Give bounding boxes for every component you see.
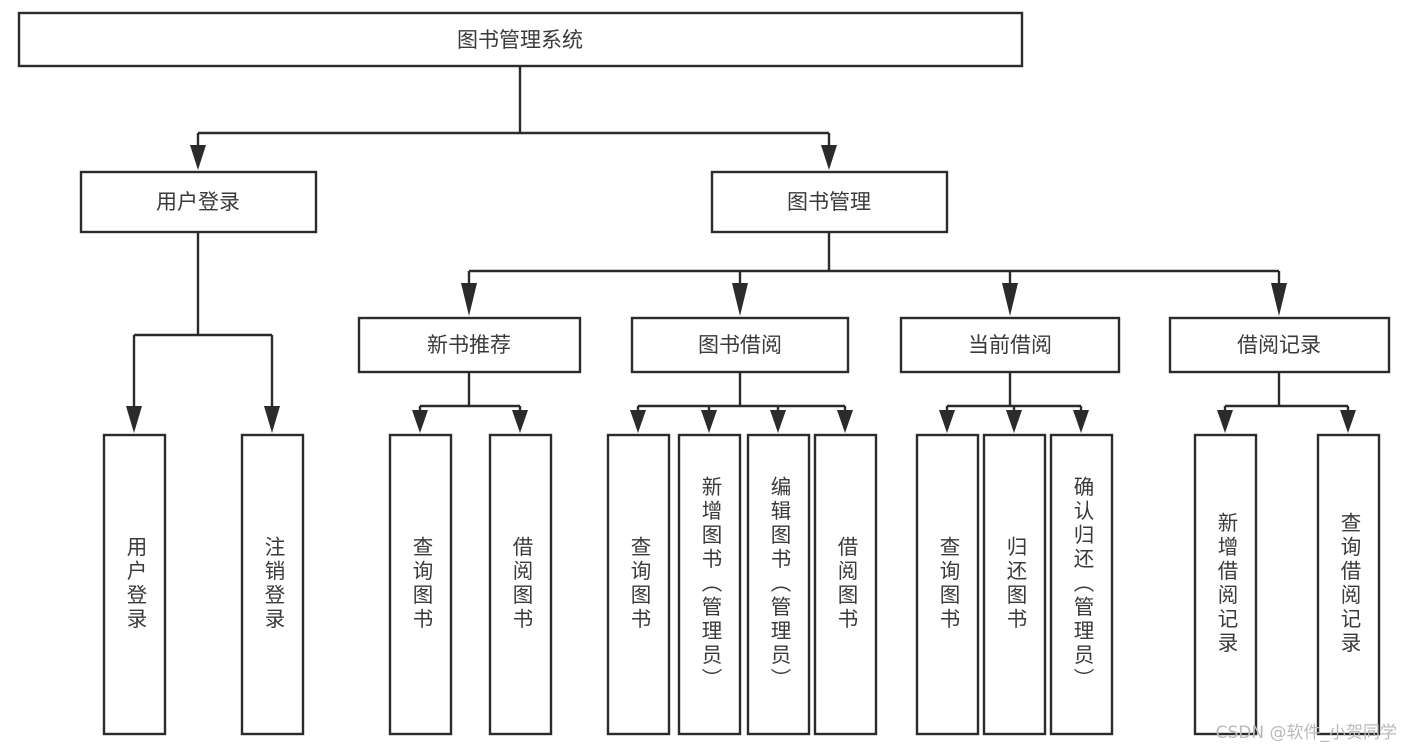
leaf-new-book-borrow-label: 借阅图书 [509, 536, 533, 632]
leaf-book-borrow-edit-box[interactable] [746, 433, 811, 736]
arrow-head-ul-child-1 [126, 406, 142, 433]
connector-group-book-mgmt [461, 232, 1287, 316]
node-user-login[interactable]: 用户登录 [79, 170, 318, 234]
leaf-book-borrow-query[interactable]: 查询图书 [606, 433, 671, 736]
leaf-current-borrow-return-label: 归还图书 [1003, 536, 1027, 632]
leaf-current-borrow-query[interactable]: 查询图书 [915, 433, 980, 736]
arrow-head-ul-child-2 [264, 406, 280, 433]
arrow-head-cb-child-1 [939, 410, 955, 433]
arrow-head-book-mgmt [821, 145, 837, 170]
leaf-user-login-logout-label: 注销登录 [261, 536, 285, 632]
node-current-borrow-box[interactable] [899, 316, 1121, 374]
node-borrow-record[interactable]: 借阅记录 [1168, 316, 1391, 374]
arrow-head-cb-child-2 [1006, 410, 1022, 433]
arrow-head-bb-child-2 [701, 410, 717, 433]
leaf-current-borrow-query-box[interactable] [915, 433, 980, 736]
leaf-book-borrow-edit[interactable]: 编辑图书（管理员） [746, 433, 811, 736]
node-root-system-label: 图书管理系统 [457, 28, 583, 52]
arrow-head-nb-child-2 [512, 410, 528, 433]
arrow-head-nb-child-1 [412, 410, 428, 433]
node-root-system-box[interactable] [17, 11, 1024, 68]
leaf-borrow-record-query[interactable]: 查询借阅记录 [1316, 433, 1381, 736]
leaf-book-borrow-add-box[interactable] [677, 433, 742, 736]
leaf-new-book-borrow-box[interactable] [488, 433, 553, 736]
arrow-head-bm-child-3 [1002, 283, 1018, 316]
connector-group-user-login [126, 232, 280, 433]
leaf-borrow-record-add-label: 新增借阅记录 [1214, 512, 1238, 656]
arrow-head-bm-child-4 [1271, 283, 1287, 316]
leaf-current-borrow-confirm-box[interactable] [1049, 433, 1114, 736]
node-book-borrow[interactable]: 图书借阅 [630, 316, 850, 374]
connector-group-borrow-record [1217, 372, 1356, 433]
node-root-system[interactable]: 图书管理系统 [17, 11, 1024, 68]
node-book-management[interactable]: 图书管理 [710, 170, 949, 234]
arrow-head-cb-child-3 [1073, 410, 1089, 433]
leaf-current-borrow-return-box[interactable] [982, 433, 1047, 736]
node-new-book-recommend-label: 新书推荐 [427, 333, 511, 357]
connector-group-current-borrow [939, 372, 1089, 433]
node-book-management-label: 图书管理 [787, 190, 871, 214]
arrow-head-br-child-1 [1217, 410, 1233, 433]
node-new-book-recommend[interactable]: 新书推荐 [357, 316, 582, 374]
arrow-head-bb-child-1 [630, 410, 646, 433]
node-borrow-record-box[interactable] [1168, 316, 1391, 374]
node-user-login-box[interactable] [79, 170, 318, 234]
node-user-login-label: 用户登录 [156, 190, 240, 214]
leaf-borrow-record-add[interactable]: 新增借阅记录 [1193, 433, 1258, 736]
node-current-borrow-label: 当前借阅 [968, 333, 1052, 357]
arrow-head-br-child-2 [1340, 410, 1356, 433]
leaf-book-borrow-query-box[interactable] [606, 433, 671, 736]
leaf-current-borrow-return[interactable]: 归还图书 [982, 433, 1047, 736]
arrow-head-bb-child-4 [837, 410, 853, 433]
leaf-new-book-query[interactable]: 查询图书 [388, 433, 453, 736]
leaf-borrow-record-query-box[interactable] [1316, 433, 1381, 736]
node-book-borrow-box[interactable] [630, 316, 850, 374]
arrow-head-bm-child-2 [732, 283, 748, 316]
node-borrow-record-label: 借阅记录 [1237, 333, 1321, 357]
node-current-borrow[interactable]: 当前借阅 [899, 316, 1121, 374]
leaf-book-borrow-edit-label: 编辑图书（管理员） [767, 476, 791, 692]
leaf-user-login-logout[interactable]: 注销登录 [240, 433, 305, 736]
arrow-head-user-login [190, 145, 206, 170]
leaf-book-borrow-add-label: 新增图书（管理员） [698, 476, 722, 692]
node-book-borrow-label: 图书借阅 [698, 333, 782, 357]
leaf-book-borrow-borrow-box[interactable] [813, 433, 878, 736]
leaf-book-borrow-borrow[interactable]: 借阅图书 [813, 433, 878, 736]
leaf-borrow-record-query-label: 查询借阅记录 [1337, 512, 1361, 656]
leaf-book-borrow-borrow-label: 借阅图书 [834, 536, 858, 632]
node-new-book-recommend-box[interactable] [357, 316, 582, 374]
connector-group-new-book [412, 372, 528, 433]
leaf-user-login-login-label: 用户登录 [123, 536, 147, 632]
leaf-current-borrow-confirm-label: 确认归还（管理员） [1070, 476, 1094, 692]
connector-group-root [190, 66, 837, 170]
leaf-user-login-logout-box[interactable] [240, 433, 305, 736]
arrow-head-bm-child-1 [461, 283, 477, 316]
connector-group-book-borrow [630, 372, 853, 433]
leaf-current-borrow-query-label: 查询图书 [936, 536, 960, 632]
leaf-new-book-query-label: 查询图书 [409, 536, 433, 632]
leaf-user-login-login-box[interactable] [102, 433, 167, 736]
leaf-book-borrow-add[interactable]: 新增图书（管理员） [677, 433, 742, 736]
node-book-management-box[interactable] [710, 170, 949, 234]
leaf-borrow-record-add-box[interactable] [1193, 433, 1258, 736]
leaf-user-login-login[interactable]: 用户登录 [102, 433, 167, 736]
leaf-book-borrow-query-label: 查询图书 [627, 536, 651, 632]
arrow-head-bb-child-3 [770, 410, 786, 433]
leaf-new-book-borrow[interactable]: 借阅图书 [488, 433, 553, 736]
csdn-watermark: CSDN @软件_小贺同学 [1215, 723, 1397, 743]
leaf-current-borrow-confirm[interactable]: 确认归还（管理员） [1049, 433, 1114, 736]
leaf-new-book-query-box[interactable] [388, 433, 453, 736]
